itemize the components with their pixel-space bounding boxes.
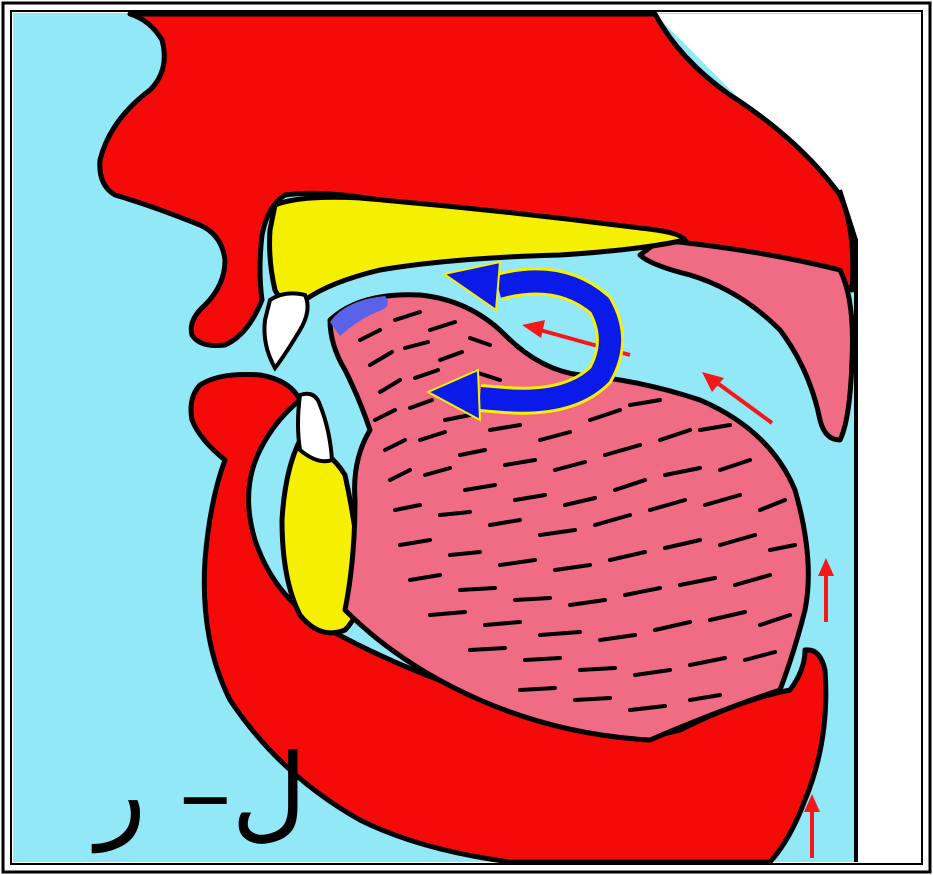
muscle-stroke — [575, 698, 610, 700]
muscle-stroke — [520, 688, 555, 690]
muscle-stroke — [515, 598, 550, 600]
muscle-stroke — [470, 648, 505, 650]
muscle-stroke — [525, 658, 560, 660]
letters-caption: ل– ر — [96, 740, 307, 844]
muscle-stroke — [460, 588, 495, 590]
muscle-stroke — [580, 668, 615, 670]
